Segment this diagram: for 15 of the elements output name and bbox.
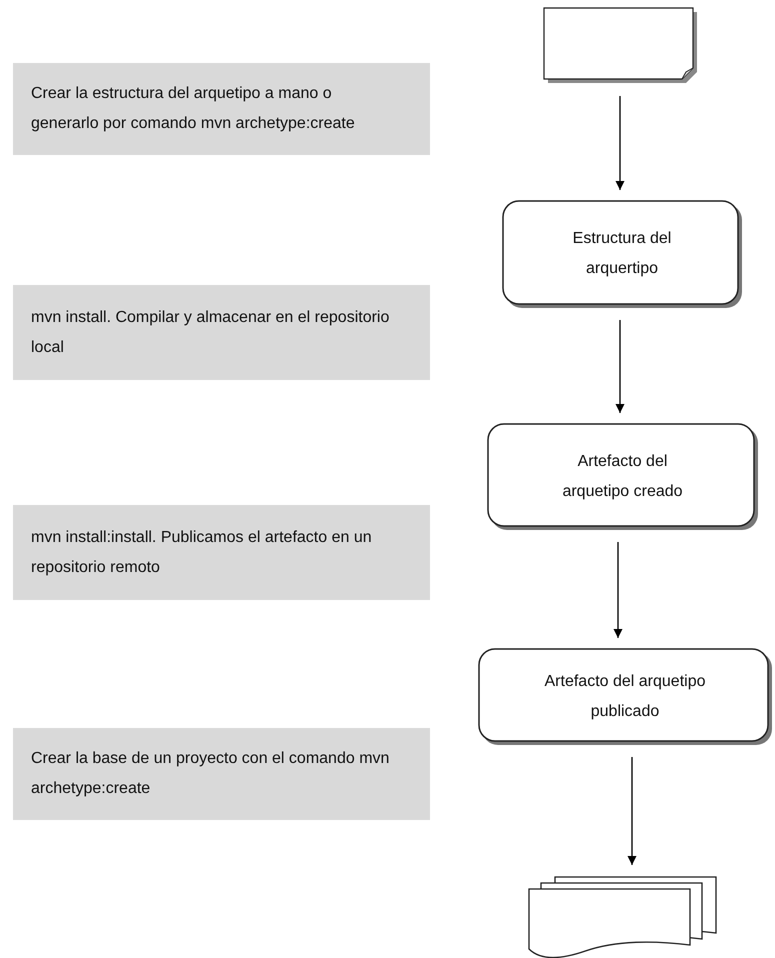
step-label: Estructura del arquertipo	[572, 229, 672, 279]
arrow	[616, 320, 624, 413]
arrow	[616, 96, 624, 190]
instruction-text: Crear la estructura del arquetipo a mano o generarlo por comando mvn archetype:create	[31, 84, 356, 134]
step-label: Artefacto del arquetipo publicado	[544, 672, 706, 722]
note-box	[13, 63, 430, 155]
note-box	[13, 505, 430, 600]
step-label: Artefacto del arquetipo creado	[561, 452, 684, 502]
arrow	[628, 757, 636, 865]
arrow	[614, 542, 622, 638]
note-box	[13, 285, 430, 380]
note-box	[13, 728, 430, 820]
instruction-text: Crear la base de un proyecto con el comando mvn archetype:create	[31, 749, 390, 799]
instruction-text: mvn install:install. Publicamos el artefacto en un repositorio remoto	[31, 528, 373, 578]
instruction-text: mvn install. Compilar y almacenar en el repositorio local	[31, 308, 390, 358]
